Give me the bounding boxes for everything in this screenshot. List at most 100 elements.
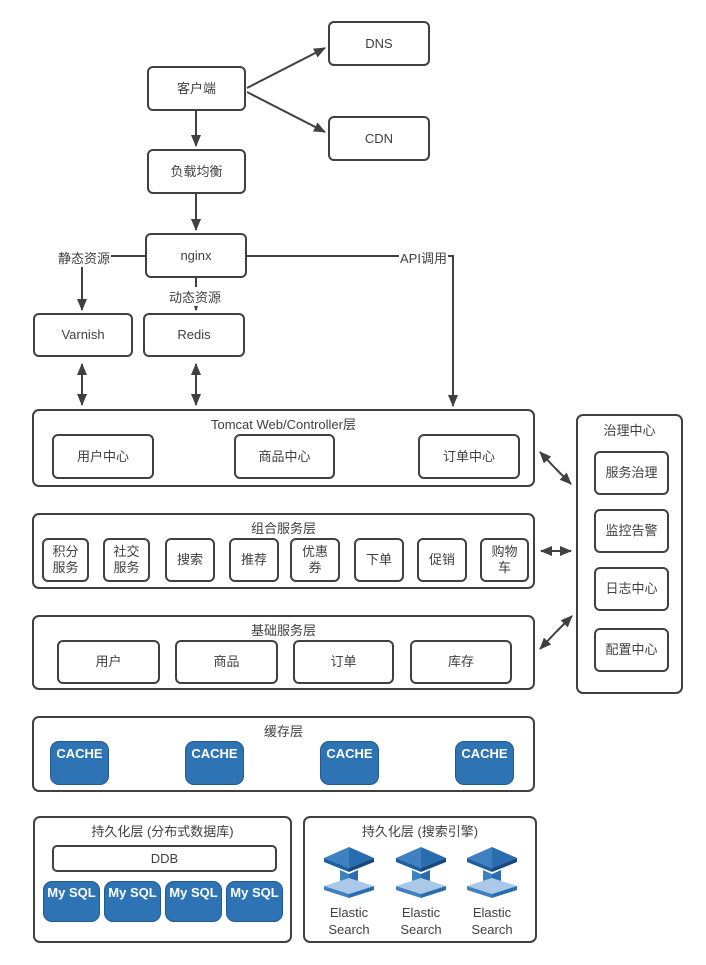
node-dns: DNS	[328, 21, 430, 66]
mysql-node-label: My SQL	[169, 885, 218, 900]
item-inventory-label: 库存	[447, 654, 474, 670]
mysql-node-label: My SQL	[230, 885, 279, 900]
layer-persistence-search-title: 持久化层 (搜索引擎)	[361, 824, 479, 839]
layer-composite: 组合服务层 积分 服务 社交 服务 搜索 推荐 优惠 券 下单 促销 购物 车	[32, 513, 535, 589]
elasticsearch-label: Elastic Search	[471, 905, 513, 937]
item-inventory: 库存	[410, 640, 512, 684]
cache-node-label: CACHE	[56, 746, 103, 761]
item-points-service-label: 积分 服务	[52, 544, 79, 575]
layer-tomcat-title: Tomcat Web/Controller层	[211, 417, 356, 432]
layer-cache: 缓存层 CACHE CACHE CACHE CACHE	[32, 716, 535, 792]
item-social-service: 社交 服务	[103, 538, 150, 582]
layer-persistence-db-title: 持久化层 (分布式数据库)	[91, 824, 234, 839]
ddb-node-label: DDB	[150, 850, 179, 866]
elasticsearch-label: Elastic Search	[328, 905, 370, 937]
item-order-center: 订单中心	[418, 434, 520, 479]
item-user: 用户	[57, 640, 160, 684]
layer-cache-title: 缓存层	[263, 724, 303, 739]
item-place-order-label: 下单	[365, 552, 392, 568]
mysql-node: My SQL	[104, 881, 161, 922]
elasticsearch-icon	[467, 847, 517, 898]
layer-composite-title: 组合服务层	[250, 521, 316, 536]
cache-node: CACHE	[455, 741, 514, 785]
elasticsearch-icon	[324, 847, 374, 898]
edge-basic-governance-b	[555, 615, 573, 633]
item-log-center: 日志中心	[594, 567, 669, 611]
node-nginx-label: nginx	[180, 247, 212, 263]
layer-persistence-db: 持久化层 (分布式数据库) DDB My SQL My SQL My SQL M…	[33, 816, 292, 943]
cache-node: CACHE	[185, 741, 244, 785]
node-nginx: nginx	[145, 233, 247, 278]
item-cart-label: 购物 车	[491, 544, 518, 575]
edge-label-static-resources: 静态资源	[57, 248, 112, 267]
mysql-node-label: My SQL	[108, 885, 157, 900]
node-varnish-label: Varnish	[61, 327, 105, 343]
item-user-center-label: 用户中心	[76, 448, 129, 464]
elasticsearch-node: Elastic Search	[388, 846, 454, 939]
item-cart: 购物 车	[480, 538, 529, 582]
item-coupon: 优惠 券	[290, 538, 340, 582]
item-recommend-label: 推荐	[240, 552, 267, 568]
edge-client-cdn	[246, 91, 326, 133]
item-search-label: 搜索	[176, 552, 203, 568]
item-search: 搜索	[165, 538, 215, 582]
item-service-governance: 服务治理	[594, 451, 669, 495]
item-order: 订单	[293, 640, 394, 684]
item-product-center: 商品中心	[234, 434, 335, 479]
governance-center: 治理中心 服务治理 监控告警 日志中心 配置中心	[576, 414, 683, 694]
edge-tomcat-governance-b	[554, 467, 572, 485]
layer-basic: 基础服务层 用户 商品 订单 库存	[32, 615, 535, 690]
cache-node-label: CACHE	[326, 746, 373, 761]
elasticsearch-label: Elastic Search	[400, 905, 442, 937]
item-coupon-label: 优惠 券	[301, 544, 328, 575]
item-user-label: 用户	[95, 654, 122, 670]
node-cdn: CDN	[328, 116, 430, 161]
item-user-center: 用户中心	[52, 434, 154, 479]
edge-label-api-call: API调用	[399, 248, 448, 267]
item-log-center-label: 日志中心	[605, 581, 658, 597]
elasticsearch-icon	[396, 847, 446, 898]
layer-persistence-search: 持久化层 (搜索引擎) Elastic Search	[303, 816, 537, 943]
elasticsearch-node: Elastic Search	[316, 846, 382, 939]
item-monitor-alert-label: 监控告警	[605, 523, 658, 539]
mysql-node: My SQL	[226, 881, 283, 922]
item-promotion: 促销	[417, 538, 467, 582]
item-promotion-label: 促销	[428, 552, 455, 568]
item-order-label: 订单	[330, 654, 357, 670]
elasticsearch-node: Elastic Search	[459, 846, 525, 939]
node-load-balancer-label: 负载均衡	[170, 163, 223, 179]
item-config-center-label: 配置中心	[605, 642, 658, 658]
item-order-center-label: 订单中心	[442, 448, 495, 464]
edge-basic-governance-a	[539, 631, 557, 650]
cache-node: CACHE	[320, 741, 379, 785]
item-service-governance-label: 服务治理	[605, 465, 658, 481]
cache-node-label: CACHE	[461, 746, 508, 761]
item-product-center-label: 商品中心	[258, 448, 311, 464]
edge-tomcat-governance-a	[539, 451, 556, 469]
item-config-center: 配置中心	[594, 628, 669, 672]
node-varnish: Varnish	[33, 313, 133, 357]
node-redis-label: Redis	[177, 327, 211, 343]
mysql-node: My SQL	[165, 881, 222, 922]
item-product: 商品	[175, 640, 278, 684]
edge-nginx-api-tomcat	[247, 255, 458, 407]
node-dns-label: DNS	[365, 35, 393, 51]
item-recommend: 推荐	[229, 538, 279, 582]
item-place-order: 下单	[354, 538, 404, 582]
layer-tomcat: Tomcat Web/Controller层 用户中心 商品中心 订单中心	[32, 409, 535, 487]
item-monitor-alert: 监控告警	[594, 509, 669, 553]
item-points-service: 积分 服务	[42, 538, 89, 582]
node-load-balancer: 负载均衡	[147, 149, 246, 194]
mysql-node: My SQL	[43, 881, 100, 922]
edge-label-dynamic-resources: 动态资源	[168, 287, 223, 306]
ddb-node: DDB	[52, 845, 277, 872]
governance-center-title: 治理中心	[603, 423, 656, 438]
cache-node-label: CACHE	[191, 746, 238, 761]
node-redis: Redis	[143, 313, 245, 357]
mysql-node-label: My SQL	[47, 885, 96, 900]
item-social-service-label: 社交 服务	[113, 544, 140, 575]
node-client-label: 客户端	[176, 80, 216, 96]
cache-node: CACHE	[50, 741, 109, 785]
node-client: 客户端	[147, 66, 246, 111]
